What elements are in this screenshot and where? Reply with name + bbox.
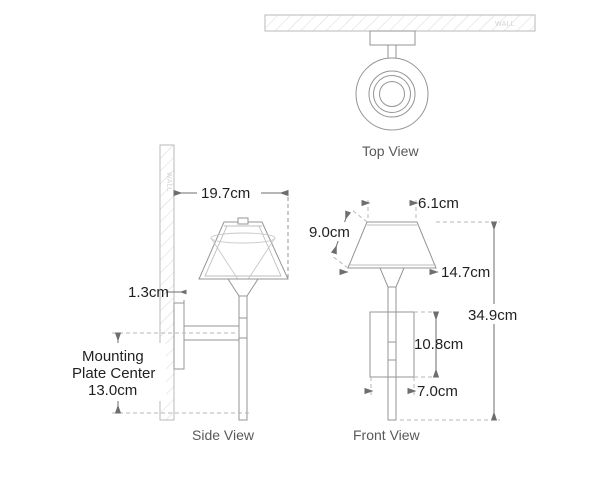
dim-projection-19-7: 19.7cm [173,183,289,280]
front-view-title: Front View [353,427,421,443]
dim-backplate-width-7-0: 7.0cm [364,377,458,400]
side-shade-cone-left [210,237,240,282]
dim-label-1-3: 1.3cm [128,284,169,301]
side-stem [238,295,248,421]
dim-label-19-7: 19.7cm [201,185,250,202]
dim-plate-offset-1-3: 1.3cm [128,284,187,306]
dim-label-14-7: 14.7cm [441,264,490,281]
dim-shade-top-6-1: 6.1cm [361,195,459,219]
front-view-shade [347,221,437,269]
side-shade-cone-right [246,237,276,282]
dim-text-bg-9-0 [306,222,354,241]
dim-overall-height-34-9: 34.9cm [400,221,524,421]
front-view-group: 6.1cm 9.0cm 14.7cm 10.8cm [306,195,524,443]
side-shade-fitter [237,217,249,225]
dim-label-mounting-line3: 13.0cm [88,382,137,399]
side-shade-outer [198,221,289,280]
dim-label-7-0: 7.0cm [417,383,458,400]
dim-label-34-9: 34.9cm [468,307,517,324]
wall-label-top: WALL [495,21,515,28]
top-view-shade-outer-circle [355,57,429,131]
ext-line-9-0-bottom [331,255,349,269]
dim-text-bg-19-7 [197,183,261,202]
side-view-mounting [173,302,240,370]
front-neck-taper [379,267,405,288]
top-view-wall: WALL [264,14,536,32]
front-backplate [369,311,415,378]
dim-label-mounting-line1: Mounting [82,348,144,365]
dim-mounting-plate-center: Mounting Plate Center 13.0cm [72,332,250,414]
side-stem-collar [238,317,248,339]
side-view-body [227,278,259,421]
dim-label-10-8: 10.8cm [414,336,463,353]
dim-shade-bottom-14-7: 14.7cm [339,264,490,281]
side-mounting-plate [173,302,185,370]
top-view-shade-ring-2 [368,70,416,118]
front-shade-outline [347,221,437,269]
top-view-mounting-plate [369,30,416,46]
side-neck-taper [227,278,259,297]
front-stem-collar [387,341,397,361]
dim-shade-slant-9-0: 9.0cm [306,209,368,269]
dim-text-bg-mpc [74,343,166,401]
ext-line-9-0-top [351,209,368,223]
dim-label-9-0: 9.0cm [309,224,350,241]
side-view-shade [198,217,289,282]
dim-text-bg-34-9 [466,304,524,324]
top-view-group: WALL Top View [264,14,536,159]
front-view-body [379,267,405,421]
top-view-title: Top View [362,143,419,159]
top-view-shade-ring-3 [373,75,411,113]
dim-label-mounting-line2: Plate Center [72,365,155,382]
dim-label-6-1: 6.1cm [418,195,459,212]
top-view-shade-inner-circle [379,81,405,107]
wall-label-side: WALL [165,172,172,192]
side-view-group: WALL 19.7cm [72,144,289,443]
dim-backplate-height-10-8: 10.8cm [414,311,463,378]
side-view-title: Side View [192,427,255,443]
